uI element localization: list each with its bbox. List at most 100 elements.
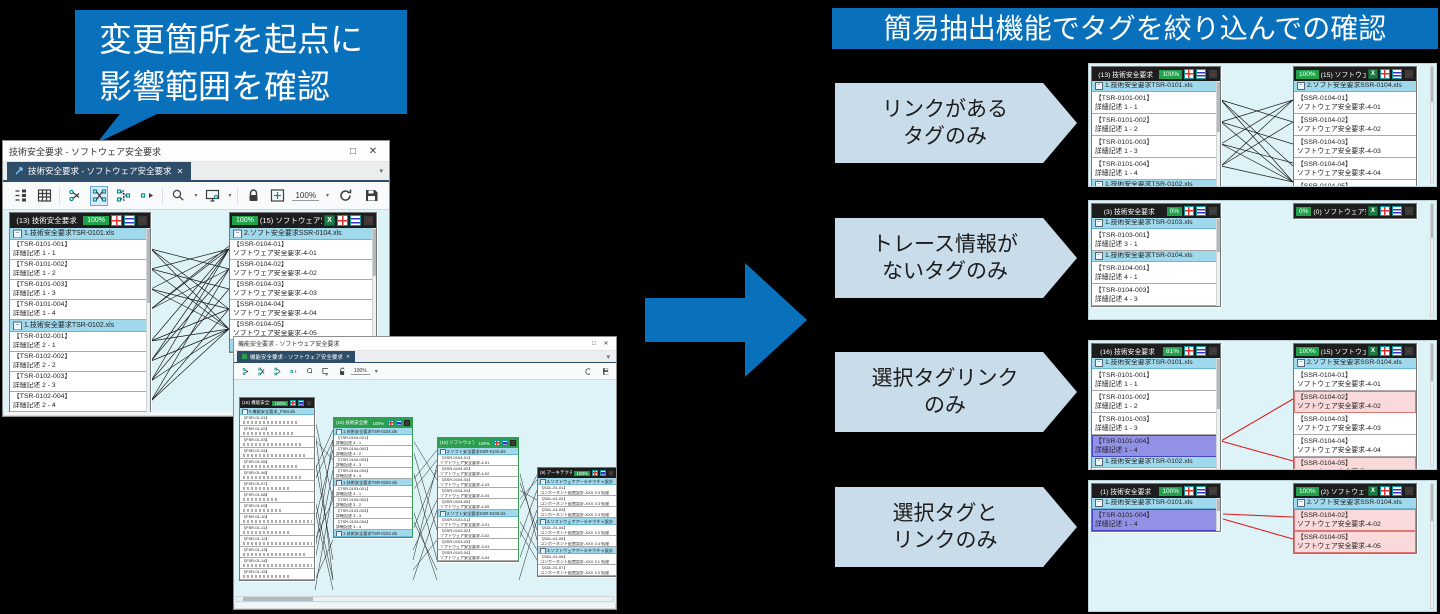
tag-row[interactable]: 2.ソフト安全要求SSR-0104.xls	[438, 448, 518, 455]
link-filter-button[interactable]	[138, 186, 156, 206]
tag-row[interactable]: 【FSR-01-03】 ＸＸＸＸＸＸＸＸＸＸＸＸＸＸＸ	[240, 437, 314, 448]
display-caret-icon[interactable]: ▾	[228, 193, 232, 199]
tag-row[interactable]: 【SSR-0104-02】 ソフトウェア安全要求-4-02	[1294, 509, 1416, 531]
tag-row[interactable]: 0.機能安全要求_FSM.xls	[240, 408, 314, 415]
tag-row[interactable]: 【SDL-01-04】 コンポーネント配置設計-XXX 3 2 処理	[538, 525, 616, 536]
collapse-column-icon[interactable]: →	[363, 215, 374, 226]
tag-row[interactable]: 【SSR-0104-03】 ソフトウェア安全要求-4-03	[1294, 413, 1416, 435]
display-settings-button[interactable]	[319, 365, 331, 377]
panel-scrollbar[interactable]	[1430, 483, 1434, 609]
tag-row[interactable]: 【TSR-0102-001】 詳細記述 2 - 1	[1092, 468, 1220, 469]
tag-row[interactable]: 【SSR-0104-02】 ソフトウェア安全要求-4-02	[230, 260, 376, 280]
scrollbar-thumb[interactable]	[1217, 358, 1220, 409]
tag-row[interactable]: 3.ソフトウェアアーキテクチャ設計（コンポーネント1配置）	[538, 478, 616, 485]
tag-row[interactable]: 【TSR-0104-002】 詳細記述 4 - 2	[334, 446, 412, 457]
maximize-button[interactable]: □	[592, 340, 596, 347]
tag-row[interactable]: 【SSR-0104-05】 ソフトウェア安全要求-4-05	[1294, 180, 1416, 186]
tag-row[interactable]: 1.技術安全要求TSR-0104.xls	[1092, 251, 1220, 262]
list-view-icon[interactable]	[396, 420, 402, 426]
tag-row[interactable]: 【FSR-01-11】 ＸＸＸＸＸＸＸＸＸＸＸＸ	[240, 525, 314, 536]
list-view-icon[interactable]	[600, 470, 606, 476]
excel-icon[interactable]: X	[1368, 346, 1378, 356]
tag-row[interactable]: 【SSR-0104-01】 ソフトウェア安全要求-4-01	[230, 240, 376, 260]
search-caret-icon[interactable]: ▾	[194, 193, 198, 199]
tag-row[interactable]: 【FSR-01-05】 ＸＸＸＸＸＸＸＸＸＸＸＸＸＸ	[240, 459, 314, 470]
lock-button[interactable]	[335, 365, 347, 377]
tag-row[interactable]: 【SSR-0104-03】 ソフトウェア安全要求-4-03	[1294, 136, 1416, 158]
tag-row[interactable]: 【TSR-0103-003】 詳細記述 3 - 3	[334, 508, 412, 519]
link-filter-button[interactable]	[287, 365, 299, 377]
tab-trace[interactable]: 機能安全要求 - ソフトウェア安全要求 ✕	[237, 351, 356, 362]
tag-row[interactable]: 【TSR-0101-002】 詳細記述 1 - 2	[1092, 114, 1220, 136]
collapse-column-icon[interactable]: →	[306, 400, 312, 406]
tab-trace[interactable]: 技術安全要求 - ソフトウェア安全要求 ✕	[7, 162, 192, 180]
collapse-column-icon[interactable]: →	[1208, 486, 1218, 496]
column-scrollbar[interactable]	[1216, 498, 1220, 531]
tag-row[interactable]: 【TSR-0103-001】 詳細記述 3 - 1	[1092, 229, 1220, 251]
scrollbar-thumb[interactable]	[243, 597, 313, 601]
tag-row[interactable]: 【TSR-0101-004】 詳細記述 1 - 4	[1092, 509, 1220, 531]
link-cut-button[interactable]	[271, 365, 283, 377]
list-view-icon[interactable]	[124, 215, 135, 226]
tag-row[interactable]: 【TSR-0102-004】 詳細記述 2 - 4	[10, 392, 150, 412]
list-view-icon[interactable]	[1196, 69, 1206, 79]
tag-row[interactable]: 【TSR-0101-001】 詳細記述 1 - 1	[1092, 92, 1220, 114]
list-view-icon[interactable]	[1392, 486, 1402, 496]
tag-row[interactable]: 1.技術安全要求TSR-0104.xls	[334, 428, 412, 435]
grid-view-icon[interactable]	[1380, 486, 1390, 496]
grid-view-icon[interactable]	[1184, 346, 1194, 356]
horizontal-scrollbar[interactable]	[236, 596, 614, 602]
tag-row[interactable]: 【SSR-0104-05】 ソフトウェア安全要求-4-05	[1294, 457, 1416, 469]
tag-row[interactable]: 【SDL-01-06】 コンポーネント配置設計-XXX 3 1 処理	[538, 554, 616, 565]
collapse-column-icon[interactable]: →	[1208, 346, 1218, 356]
search-button[interactable]	[169, 186, 187, 206]
collapse-column-icon[interactable]: →	[510, 440, 516, 446]
zoom-level[interactable]: 100%	[292, 191, 319, 201]
tag-row[interactable]: 2.ソフト安全要求SSR-0104.xls	[1294, 81, 1416, 92]
zoom-caret-icon[interactable]: ▾	[325, 193, 329, 199]
tag-row[interactable]: 【FSR-01-06】 ＸＸＸＸＸＸＸＸＸＸＸＸＸＸＸ	[240, 470, 314, 481]
refresh-button[interactable]	[335, 186, 355, 206]
tag-row[interactable]: 【SSR-0104-04】 ソフトウェア安全要求-4-04	[1294, 435, 1416, 457]
tag-row[interactable]: 【SSR-0103-02】 ソフトウェア安全要求-3-02	[438, 528, 518, 539]
link-diagram-button[interactable]	[255, 365, 267, 377]
tag-row[interactable]: 【TSR-0102-002】 詳細記述 2 - 2	[10, 352, 150, 372]
collapse-column-icon[interactable]: →	[1208, 69, 1218, 79]
tag-row[interactable]: 【TSR-0101-003】 詳細記述 1 - 3	[1092, 413, 1220, 435]
tag-row[interactable]: 【SSR-0103-04】 ソフトウェア安全要求-3-04	[438, 550, 518, 561]
excel-icon[interactable]: X	[324, 215, 335, 226]
grid-view-icon[interactable]	[1184, 69, 1194, 79]
collapse-column-icon[interactable]: →	[1404, 206, 1414, 216]
column-scrollbar[interactable]	[146, 228, 150, 412]
tag-row[interactable]: 【SSR-0104-01】 ソフトウェア安全要求-4-01	[438, 455, 518, 466]
column-scrollbar[interactable]	[1216, 81, 1220, 186]
tag-row[interactable]: 【TSR-0104-004】 詳細記述 4 - 4	[334, 468, 412, 479]
excel-icon[interactable]: X	[1368, 69, 1378, 79]
tag-row[interactable]: 【SSR-0104-02】 ソフトウェア安全要求-4-02	[1294, 114, 1416, 136]
list-view-icon[interactable]	[1196, 346, 1206, 356]
tag-row[interactable]: 【SSR-0104-04】 ソフトウェア安全要求-4-04	[438, 488, 518, 499]
list-view-icon[interactable]	[1196, 206, 1206, 216]
tag-row[interactable]: 【SSR-0104-01】 ソフトウェア安全要求-4-01	[1294, 369, 1416, 391]
scrollbar-thumb[interactable]	[1431, 204, 1433, 238]
tag-row[interactable]: 【FSR-01-15】 ＸＸＸＸＸＸＸＸＸＸＸＸ	[240, 569, 314, 580]
grid-view-icon[interactable]	[1380, 346, 1390, 356]
tag-row[interactable]: 【SDL-01-05】 コンポーネント配置設計-XXX 3 4 処理	[538, 536, 616, 547]
tag-row[interactable]: 1.技術安全要求TSR-0101.xls	[10, 228, 150, 240]
tag-row[interactable]: 【TSR-0103-004】 詳細記述 3 - 4	[334, 519, 412, 530]
grid-view-icon[interactable]	[592, 470, 598, 476]
tag-row[interactable]: 【FSR-01-08】 ＸＸＸＸＸＸＸＸＸ	[240, 492, 314, 503]
collapse-column-icon[interactable]: →	[608, 470, 614, 476]
list-view-icon[interactable]	[1196, 486, 1206, 496]
tag-row[interactable]: 【SSR-0104-03】 ソフトウェア安全要求-4-03	[438, 477, 518, 488]
column-scrollbar[interactable]	[1216, 218, 1220, 306]
tag-row[interactable]: 【FSR-01-02】 ＸＸＸＸＸＸＸＸＸＸＸＸＸ	[240, 426, 314, 437]
tab-list-caret-icon[interactable]: ▾	[379, 168, 383, 175]
grid-view-icon[interactable]	[1380, 206, 1390, 216]
tag-row[interactable]: 【SSR-0103-01】 ソフトウェア安全要求-3-01	[438, 517, 518, 528]
zoom-level[interactable]: 100%	[351, 368, 370, 375]
grid-view-icon[interactable]	[111, 215, 122, 226]
close-button[interactable]: ✕	[603, 341, 609, 347]
tag-row[interactable]: 【SSR-0104-02】 ソフトウェア安全要求-4-02	[438, 466, 518, 477]
tag-row[interactable]: 【SSR-0104-04】 ソフトウェア安全要求-4-04	[1294, 158, 1416, 180]
